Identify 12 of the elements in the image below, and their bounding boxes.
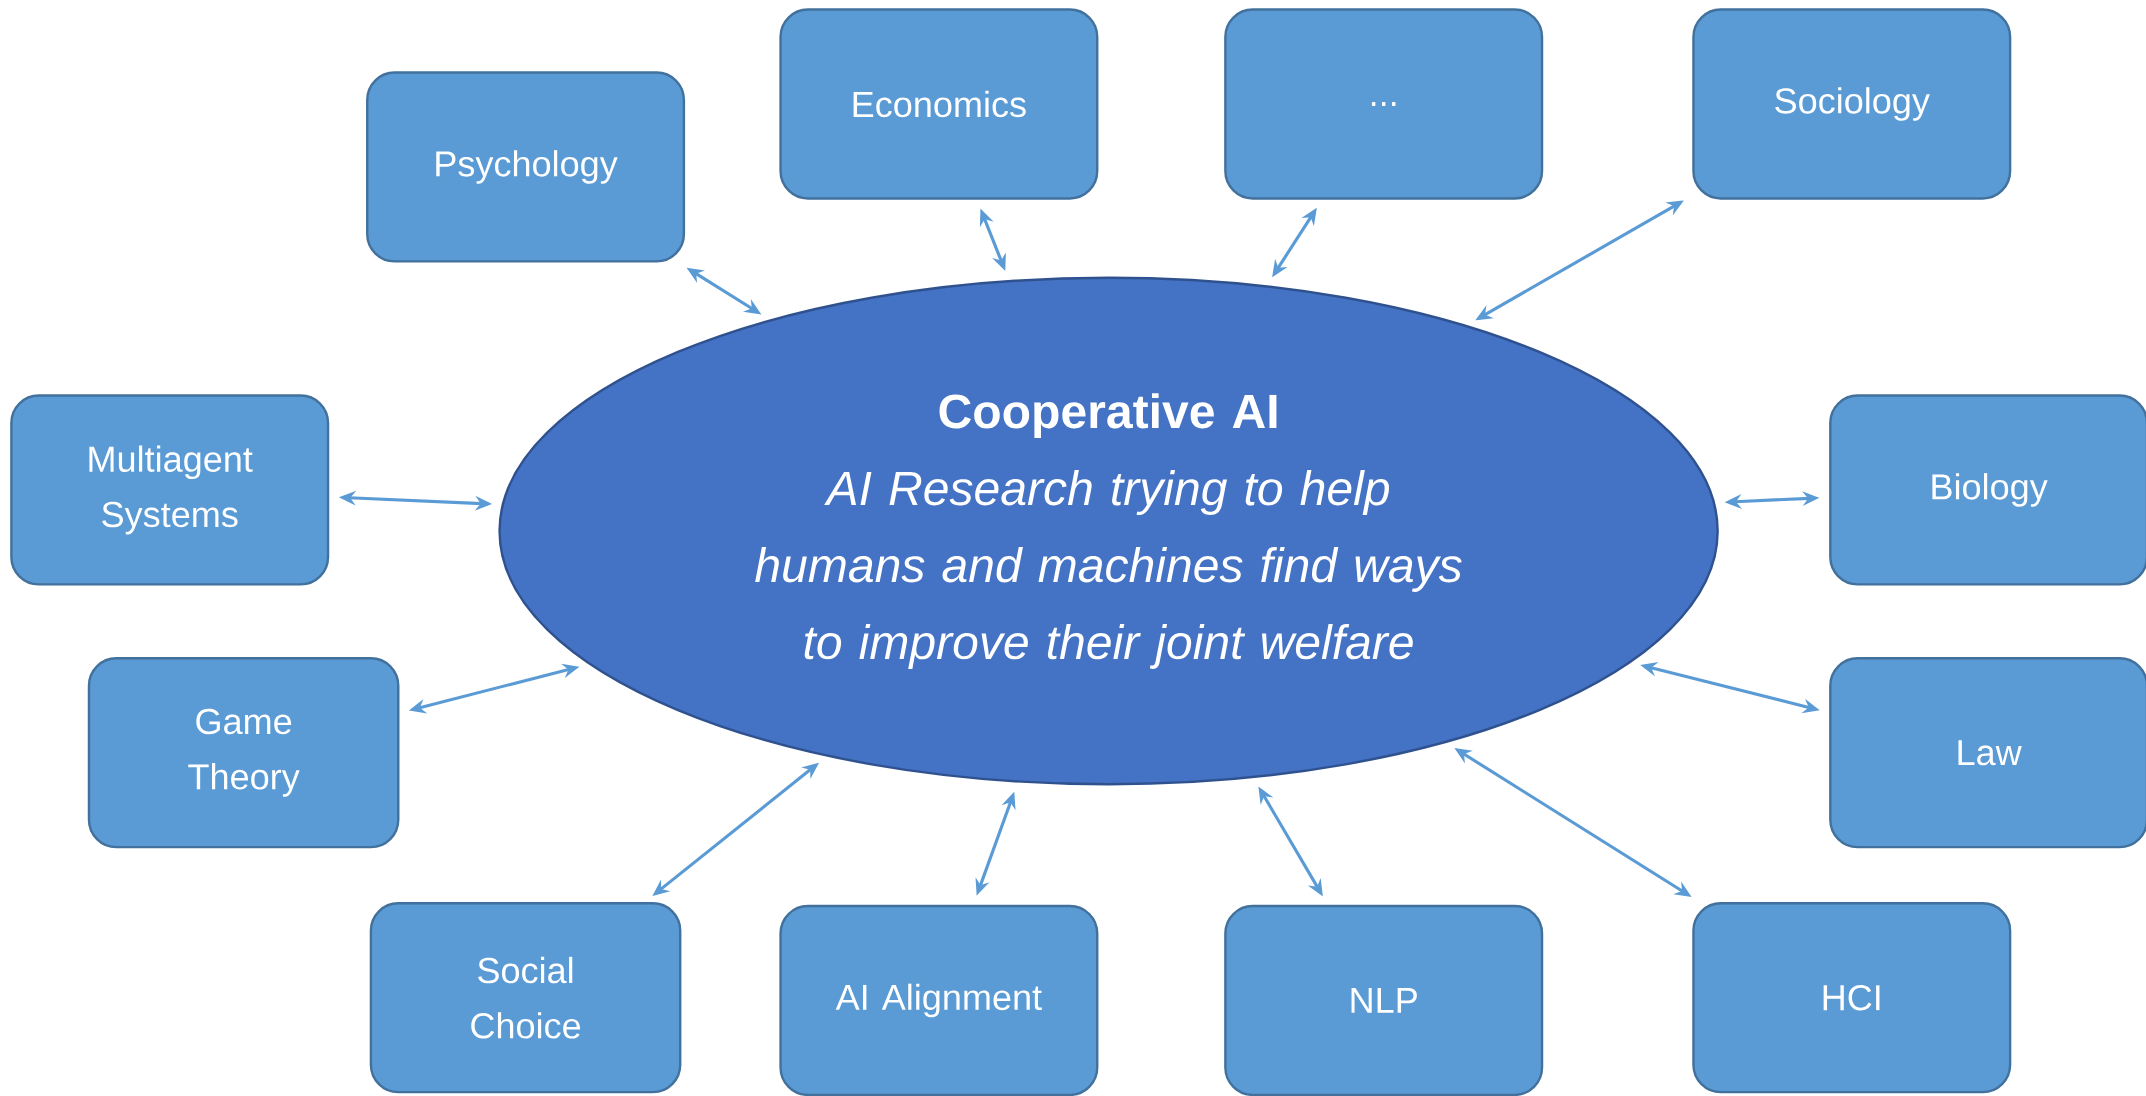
field-box: Game Theory — [87, 656, 400, 849]
field-box: Multiagent Systems — [10, 394, 330, 586]
field-box: Biology — [1829, 394, 2146, 586]
field-box: Psychology — [366, 71, 686, 263]
field-box: AI Alignment — [779, 904, 1099, 1096]
field-box: Law — [1829, 656, 2146, 849]
field-box: ... — [1224, 8, 1544, 200]
field-box: Economics — [779, 8, 1099, 200]
field-box: Social Choice — [369, 901, 682, 1094]
field-box: Sociology — [1692, 8, 2012, 200]
field-box: NLP — [1224, 904, 1544, 1096]
field-box: HCI — [1692, 901, 2012, 1094]
